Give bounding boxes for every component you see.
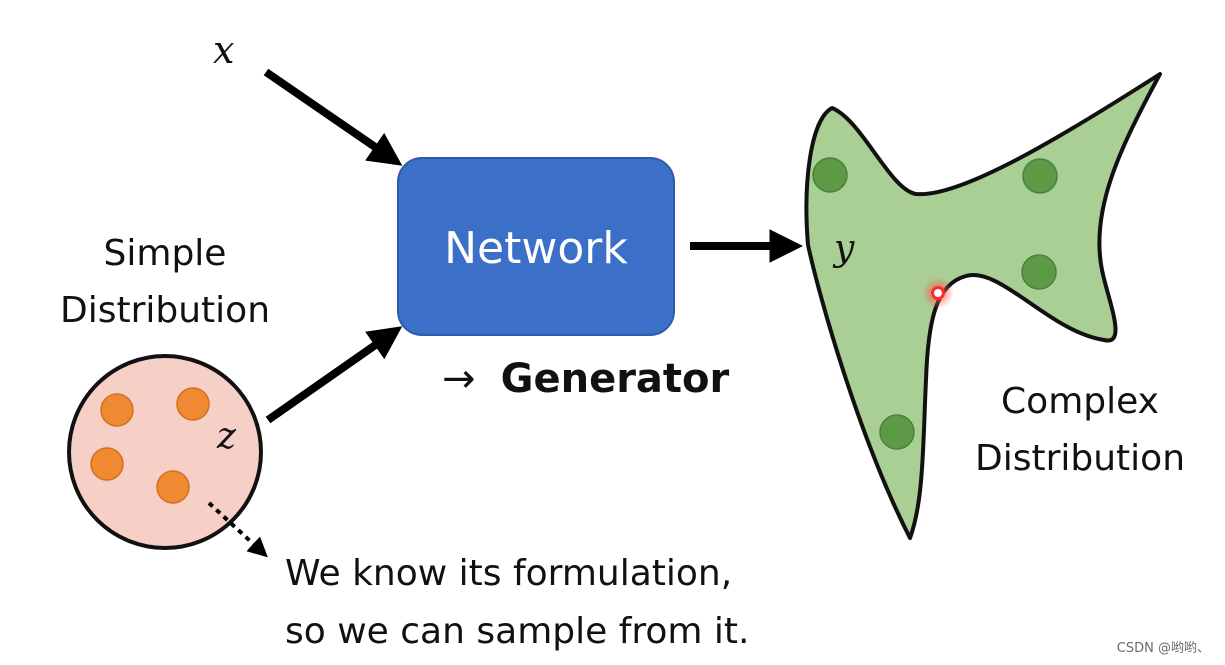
latent-z-label: z	[216, 416, 237, 457]
simple-distribution-label-line1: Simple	[104, 233, 227, 274]
generator-label: → Generator	[442, 356, 730, 402]
output-y-label: y	[832, 228, 855, 269]
dotted-arrow-to-note	[207, 501, 268, 558]
arrow-x-to-network	[263, 68, 403, 166]
complex-sample-dot	[879, 414, 915, 450]
simple-sample-dot	[156, 470, 190, 504]
complex-distribution-label-line1: Complex	[1001, 381, 1159, 422]
arrow-z-to-network	[265, 326, 403, 424]
input-x-label: x	[213, 28, 234, 72]
complex-sample-dot	[1022, 158, 1058, 194]
generator-text: Generator	[501, 356, 730, 402]
simple-sample-dot	[176, 387, 210, 421]
note-line2: so we can sample from it.	[285, 611, 749, 652]
simple-sample-dot	[90, 447, 124, 481]
note-line1: We know its formulation,	[285, 553, 732, 594]
watermark: CSDN @哟哟、	[1117, 641, 1210, 656]
complex-sample-dot	[812, 157, 848, 193]
network-box	[397, 157, 675, 336]
complex-sample-dot	[1021, 254, 1057, 290]
simple-distribution-label-line2: Distribution	[60, 290, 270, 331]
sampled-point	[931, 286, 945, 300]
complex-distribution-label-line2: Distribution	[975, 438, 1185, 479]
simple-sample-dot	[100, 393, 134, 427]
network-label: Network	[444, 223, 628, 274]
generator-arrow: →	[442, 356, 476, 402]
